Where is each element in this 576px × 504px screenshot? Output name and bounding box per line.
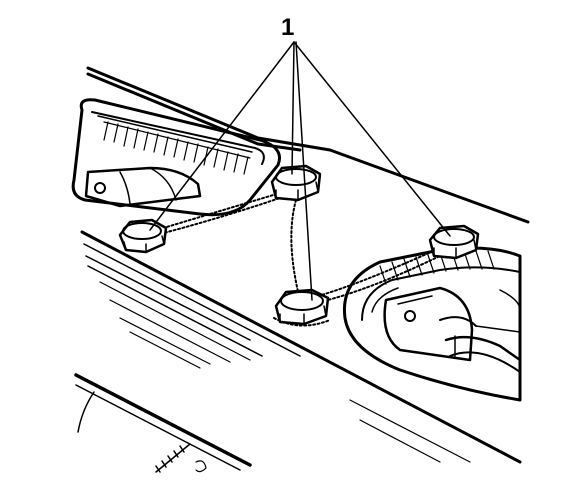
right-plug-well: [342, 246, 522, 402]
callout-leaders: [149, 41, 451, 301]
nut-front: [273, 288, 331, 327]
scale-marks: [155, 443, 207, 473]
head-front-face: [74, 230, 522, 471]
callout-number: 1: [281, 14, 295, 41]
nut-right: [428, 224, 480, 260]
left-plug-well: [71, 98, 281, 217]
nut-left: [118, 218, 168, 254]
locking-wire: [149, 189, 445, 303]
nut-top: [270, 164, 322, 202]
head-top-outline: [86, 66, 530, 224]
